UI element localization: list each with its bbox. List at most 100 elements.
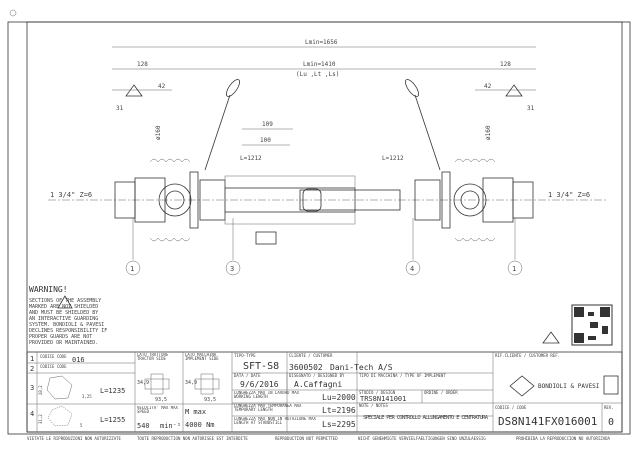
- notes-value: SPECIALE PER CONTROLLO ALLUNGAMENTO E CE…: [363, 415, 489, 421]
- customer-name: Dani-Tech A/S: [330, 363, 393, 372]
- lt-value: Lt=2196: [322, 406, 356, 415]
- warning-triangle-icon: [505, 84, 523, 97]
- profile-length: L=1235: [100, 387, 125, 395]
- lu-label: LUNGHEZZA MAX IN LAVORO MAX WORKING LENG…: [234, 391, 300, 400]
- hole-mark: [9, 9, 17, 17]
- dimensions: Lmin=1656 Lmin=1410 (Lu ,Lt ,Ls) 128 128…: [50, 39, 590, 199]
- warning-line: SECTIONS OF THE ASSEMBLY: [29, 298, 101, 304]
- warning-triangle-icon: [125, 84, 143, 97]
- warning-triangle-icon: [57, 295, 73, 309]
- dim-dia-right: ø160: [485, 125, 492, 140]
- customer-ref-label: RIF.CLIENTE / CUSTOMER REF.: [495, 353, 560, 358]
- rev-label: REV.: [604, 405, 614, 410]
- design-label: STUDIO / DESIGN: [359, 390, 396, 395]
- dim-lengths-note: (Lu ,Lt ,Ls): [296, 71, 339, 78]
- balloon-1: 1: [130, 265, 134, 273]
- row-num: 1: [30, 355, 34, 363]
- torque-value: 4000 Nm: [185, 421, 215, 429]
- dim-109: 109: [262, 121, 273, 128]
- row-num: 4: [30, 410, 34, 418]
- customer-code: 3600502: [289, 363, 323, 372]
- speed-unit: min⁻¹: [160, 422, 181, 430]
- spline-left: 1 3/4" Z=6: [50, 191, 92, 199]
- cross-tractor-icon: [150, 373, 164, 395]
- brand-name: BONDIOLI & PAVESI: [538, 383, 600, 390]
- dim-guard-left: 42: [158, 83, 166, 90]
- dim-lmin: Lmin=1410: [303, 61, 336, 68]
- designer-label: DISEGNATO / DESIGNED BY: [289, 373, 345, 378]
- implement-type-label: TIPO DI MACCHINA / TYPE OF IMPLEMENT: [359, 373, 446, 378]
- bondioli-pavesi-logo: BONDIOLI & PAVESI: [509, 375, 619, 397]
- design-value: TRS8N141001: [360, 395, 406, 403]
- profile-dim: 31,2: [38, 414, 43, 424]
- warning-title: WARNING!: [29, 285, 68, 294]
- lt-label: LUNGHEZZA MAX TEMPORANEA MAX TEMPORARY L…: [234, 404, 302, 413]
- balloon-3: 3: [230, 265, 234, 273]
- warning-line: MARKED ARE NOT SHIELDED: [29, 304, 98, 310]
- title-block: 1 CODICE CODE 016 2 CODICE CODE 3 28,2 3…: [26, 351, 623, 433]
- row-num: 2: [30, 365, 34, 373]
- cross-implement-icon: [200, 373, 214, 395]
- row-label: CODICE CODE: [40, 354, 67, 359]
- footer-notice: NICHT GENEHMIGTE VERVIELFAELTIGUNGEN SIN…: [358, 436, 486, 441]
- profile-dim: 28,2: [38, 385, 43, 395]
- type-label: TIPO-TYPE: [234, 353, 256, 358]
- profile-dim: 3,25: [82, 394, 92, 399]
- customer-label: CLIENTE / CUSTOMER: [289, 353, 333, 358]
- warning-line: AN INTERACTIVE GUARDING: [29, 316, 98, 322]
- dim-yoke-left: 31: [116, 105, 124, 112]
- warning-line: DECLINES RESPONSIBILITY IF: [29, 328, 107, 334]
- dim-lmin-total: Lmin=1656: [305, 39, 338, 46]
- footer-notice: REPRODUCTION NOT PERMITTED: [275, 436, 338, 441]
- dim-dia-left: ø160: [155, 125, 162, 140]
- dim-yoke-right: 31: [527, 105, 535, 112]
- footer-notices: VIETATE LE RIPRODUZIONI NON AUTORIZZATE …: [27, 436, 611, 441]
- warning-line: AND MUST BE SHIELDED BY: [29, 310, 98, 316]
- profile-dim: 5: [80, 423, 83, 428]
- designer-value: A.Caffagni: [294, 380, 342, 389]
- torque-label: M max: [185, 408, 206, 416]
- tractor-side-label: LATO TRATTORE TRACTOR SIDE: [137, 353, 169, 362]
- qr-code-pattern: [574, 307, 610, 343]
- cross-dim-w: 93,5: [155, 397, 167, 403]
- tractor-symbol-icon: [255, 231, 277, 245]
- balloon-4: 4: [410, 265, 414, 273]
- warning-line: SYSTEM. BONDIOLI & PAVESI: [29, 322, 104, 328]
- dim-end-right: 128: [500, 61, 511, 68]
- chain-right: [414, 94, 441, 171]
- profile-length: L=1255: [100, 416, 125, 424]
- footer-notice: TOUTE REPRODUCTION NON AUTORISEE EST INT…: [137, 436, 248, 441]
- date-label: DATA / DATE: [234, 373, 261, 378]
- speed-label: VELOCITA' MAX MAX SPEED: [137, 406, 178, 415]
- cross-dim-h: 34,9: [137, 380, 149, 386]
- dim-end-left: 128: [137, 61, 148, 68]
- warning-note: WARNING! SECTIONS OF THE ASSEMBLY MARKED…: [29, 285, 107, 346]
- type-value: SFT-S8: [243, 361, 279, 372]
- code-value: DS8N141FX016001: [498, 415, 597, 428]
- drawing-border: [26, 21, 623, 433]
- footer-notice: PROHIBIDA LA REPRODUCCION NO AUTORIZADA: [516, 436, 611, 441]
- dim-tube-left: L=1212: [240, 155, 262, 162]
- cross-dim-h: 34,9: [185, 380, 197, 386]
- profile-4-icon: [47, 405, 73, 427]
- order-label: ORDINE / ORDER: [424, 390, 458, 395]
- row-num: 3: [30, 384, 34, 392]
- row-label: CODICE CODE: [40, 364, 67, 369]
- dim-guard-right: 42: [484, 83, 492, 90]
- code-value: 016: [72, 356, 85, 364]
- chain-left: [204, 94, 231, 171]
- inner-tube: [299, 189, 401, 211]
- warning-line: PROPER GUARDS ARE NOT: [29, 334, 92, 340]
- warning-line: PROVIDED OR MAINTAINED.: [29, 340, 98, 346]
- balloon-1b: 1: [512, 265, 516, 273]
- speed-value: 540: [137, 422, 150, 430]
- ls-value: Ls=2295: [322, 420, 356, 429]
- lu-value: Lu=2000: [322, 393, 356, 402]
- date-value: 9/6/2016: [240, 380, 279, 389]
- pto-shaft: [48, 79, 608, 245]
- dim-tube-right: L=1212: [382, 155, 404, 162]
- spline-right: 1 3/4" Z=6: [548, 191, 590, 199]
- code-label: CODICE / CODE: [495, 405, 527, 410]
- rev-value: 0: [608, 417, 614, 428]
